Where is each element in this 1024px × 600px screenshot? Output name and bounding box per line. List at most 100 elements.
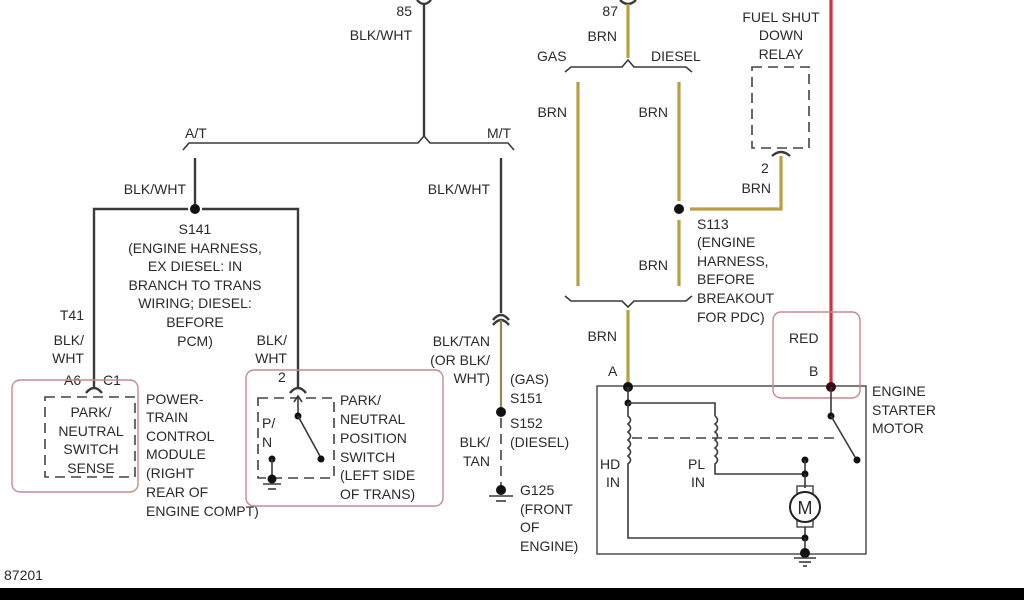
svg-text:NEUTRAL: NEUTRAL bbox=[58, 423, 124, 439]
svg-text:REAR OF: REAR OF bbox=[146, 484, 208, 500]
pin-85-label: 85 bbox=[396, 3, 412, 19]
pn-inner-label-1: P/ bbox=[262, 415, 275, 431]
pn-ground-icon bbox=[263, 455, 281, 490]
pcm-wire-color-1: BLK/ bbox=[54, 332, 84, 348]
pl-label-2: IN bbox=[691, 474, 705, 490]
ground-wire-color-2: TAN bbox=[463, 453, 490, 469]
svg-text:DOWN: DOWN bbox=[759, 27, 803, 43]
svg-text:MODULE: MODULE bbox=[146, 446, 206, 462]
splice-s141-label: S141 (ENGINE HARNESS, EX DIESEL: IN BRAN… bbox=[128, 221, 262, 349]
svg-text:S152: S152 bbox=[510, 415, 543, 431]
svg-text:PCM): PCM) bbox=[177, 333, 213, 349]
pn-inner-label-2: N bbox=[262, 434, 272, 450]
branch-diesel-label: DIESEL bbox=[651, 48, 701, 64]
svg-text:ENGINE: ENGINE bbox=[872, 383, 926, 399]
bottom-border bbox=[0, 588, 1024, 600]
branch-at-label: A/T bbox=[185, 125, 207, 141]
svg-text:OF TRANS): OF TRANS) bbox=[340, 486, 415, 502]
svg-text:POWER-: POWER- bbox=[146, 391, 204, 407]
pn-wire-color-2: WHT bbox=[255, 350, 287, 366]
svg-text:S141: S141 bbox=[179, 221, 212, 237]
pn-switch-label: PARK/ NEUTRAL POSITION SWITCH (LEFT SIDE… bbox=[340, 392, 415, 502]
svg-text:(GAS): (GAS) bbox=[510, 371, 549, 387]
svg-text:(FRONT: (FRONT bbox=[520, 501, 573, 517]
svg-text:(ENGINE: (ENGINE bbox=[697, 234, 755, 250]
s141-to-pcm-wire bbox=[92, 207, 188, 387]
svg-text:HARNESS,: HARNESS, bbox=[697, 253, 769, 269]
svg-text:(OR BLK/: (OR BLK/ bbox=[430, 352, 490, 368]
s141-to-pn-switch-wire bbox=[202, 207, 300, 387]
svg-text:FUEL SHUT: FUEL SHUT bbox=[742, 9, 820, 25]
diesel-wire-color: BRN bbox=[638, 104, 668, 120]
starter-b-terminal-highlight-box bbox=[772, 311, 861, 399]
red-wire-label: RED bbox=[789, 330, 819, 346]
hd-label-1: HD bbox=[600, 456, 620, 472]
pin-85-connector bbox=[416, 0, 432, 136]
splice-s151-s152-label: (GAS) S151 S152 (DIESEL) bbox=[510, 371, 569, 450]
pcm-highlight-box bbox=[11, 379, 139, 493]
mt-wire-color: BLK/WHT bbox=[428, 181, 491, 197]
relay-label: FUEL SHUT DOWN RELAY bbox=[742, 9, 820, 62]
wire-87-color: BRN bbox=[587, 28, 617, 44]
pcm-inner-label: PARK/ NEUTRAL SWITCH SENSE bbox=[58, 404, 124, 476]
pin-87-label: 87 bbox=[602, 3, 618, 19]
relay-to-s113-wire bbox=[690, 156, 783, 211]
motor-symbol: M bbox=[798, 498, 813, 518]
svg-text:(RIGHT: (RIGHT bbox=[146, 465, 195, 481]
pn-connector bbox=[289, 386, 307, 394]
starter-pin-b: B bbox=[809, 363, 818, 379]
pn-wire-color-1: BLK/ bbox=[257, 332, 287, 348]
svg-text:MOTOR: MOTOR bbox=[872, 420, 924, 436]
pcm-label: POWER- TRAIN CONTROL MODULE (RIGHT REAR … bbox=[146, 391, 259, 519]
mt-wire-color-label: BLK/TAN (OR BLK/ WHT) bbox=[430, 333, 490, 386]
pn-pin-2: 2 bbox=[278, 369, 286, 385]
pn-switch-highlight-box bbox=[245, 369, 444, 507]
pcm-dashed-box bbox=[44, 396, 136, 478]
starter-ground-icon bbox=[794, 548, 816, 567]
svg-text:FOR PDC): FOR PDC) bbox=[697, 309, 765, 325]
figure-id: 87201 bbox=[4, 567, 43, 583]
branch-mt-label: M/T bbox=[487, 125, 512, 141]
svg-text:(LEFT SIDE: (LEFT SIDE bbox=[340, 467, 415, 483]
relay-dashed-box bbox=[751, 66, 810, 149]
relay-pin-2: 2 bbox=[761, 160, 769, 176]
gas-wire-color: BRN bbox=[537, 104, 567, 120]
wire-85-color: BLK/WHT bbox=[350, 27, 413, 43]
at-mt-branch-bracket bbox=[182, 134, 515, 151]
svg-text:EX DIESEL: IN: EX DIESEL: IN bbox=[148, 258, 242, 274]
svg-text:PARK/: PARK/ bbox=[340, 392, 381, 408]
starter-internal-wiring bbox=[624, 387, 861, 552]
svg-text:STARTER: STARTER bbox=[872, 402, 936, 418]
relay-wire-color: BRN bbox=[741, 180, 771, 196]
ground-wire-color-1: BLK/ bbox=[460, 434, 490, 450]
starter-feed-wire-color: BRN bbox=[587, 328, 617, 344]
starter-motor-box bbox=[596, 385, 867, 555]
svg-text:TRAIN: TRAIN bbox=[146, 409, 188, 425]
svg-text:(ENGINE HARNESS,: (ENGINE HARNESS, bbox=[128, 240, 262, 256]
hd-label-2: IN bbox=[606, 474, 620, 490]
svg-text:RELAY: RELAY bbox=[759, 46, 805, 62]
pcm-connector bbox=[85, 386, 103, 394]
svg-text:WHT): WHT) bbox=[453, 370, 490, 386]
splice-s113-label: S113 (ENGINE HARNESS, BEFORE BREAKOUT FO… bbox=[697, 216, 774, 325]
pcm-wire-color-2: WHT bbox=[52, 350, 84, 366]
branch-gas-label: GAS bbox=[537, 48, 567, 64]
splice-s113-dot bbox=[674, 204, 684, 214]
starter-motor-label: ENGINE STARTER MOTOR bbox=[872, 383, 936, 436]
svg-text:(DIESEL): (DIESEL) bbox=[510, 434, 569, 450]
pin-87-connector bbox=[619, 0, 637, 6]
svg-text:BREAKOUT: BREAKOUT bbox=[697, 290, 774, 306]
svg-text:OF: OF bbox=[520, 519, 539, 535]
svg-text:BEFORE: BEFORE bbox=[166, 314, 224, 330]
svg-text:BEFORE: BEFORE bbox=[697, 271, 755, 287]
circuit-t41-label: T41 bbox=[60, 307, 84, 323]
gas-diesel-merge-bracket bbox=[564, 295, 693, 309]
svg-text:SENSE: SENSE bbox=[67, 460, 114, 476]
svg-text:POSITION: POSITION bbox=[340, 430, 407, 446]
svg-text:BRANCH TO TRANS: BRANCH TO TRANS bbox=[128, 277, 261, 293]
ground-g125-icon bbox=[489, 485, 513, 502]
svg-text:S113: S113 bbox=[697, 216, 729, 232]
svg-text:WIRING; DIESEL:: WIRING; DIESEL: bbox=[138, 295, 252, 311]
svg-text:SWITCH: SWITCH bbox=[63, 441, 118, 457]
